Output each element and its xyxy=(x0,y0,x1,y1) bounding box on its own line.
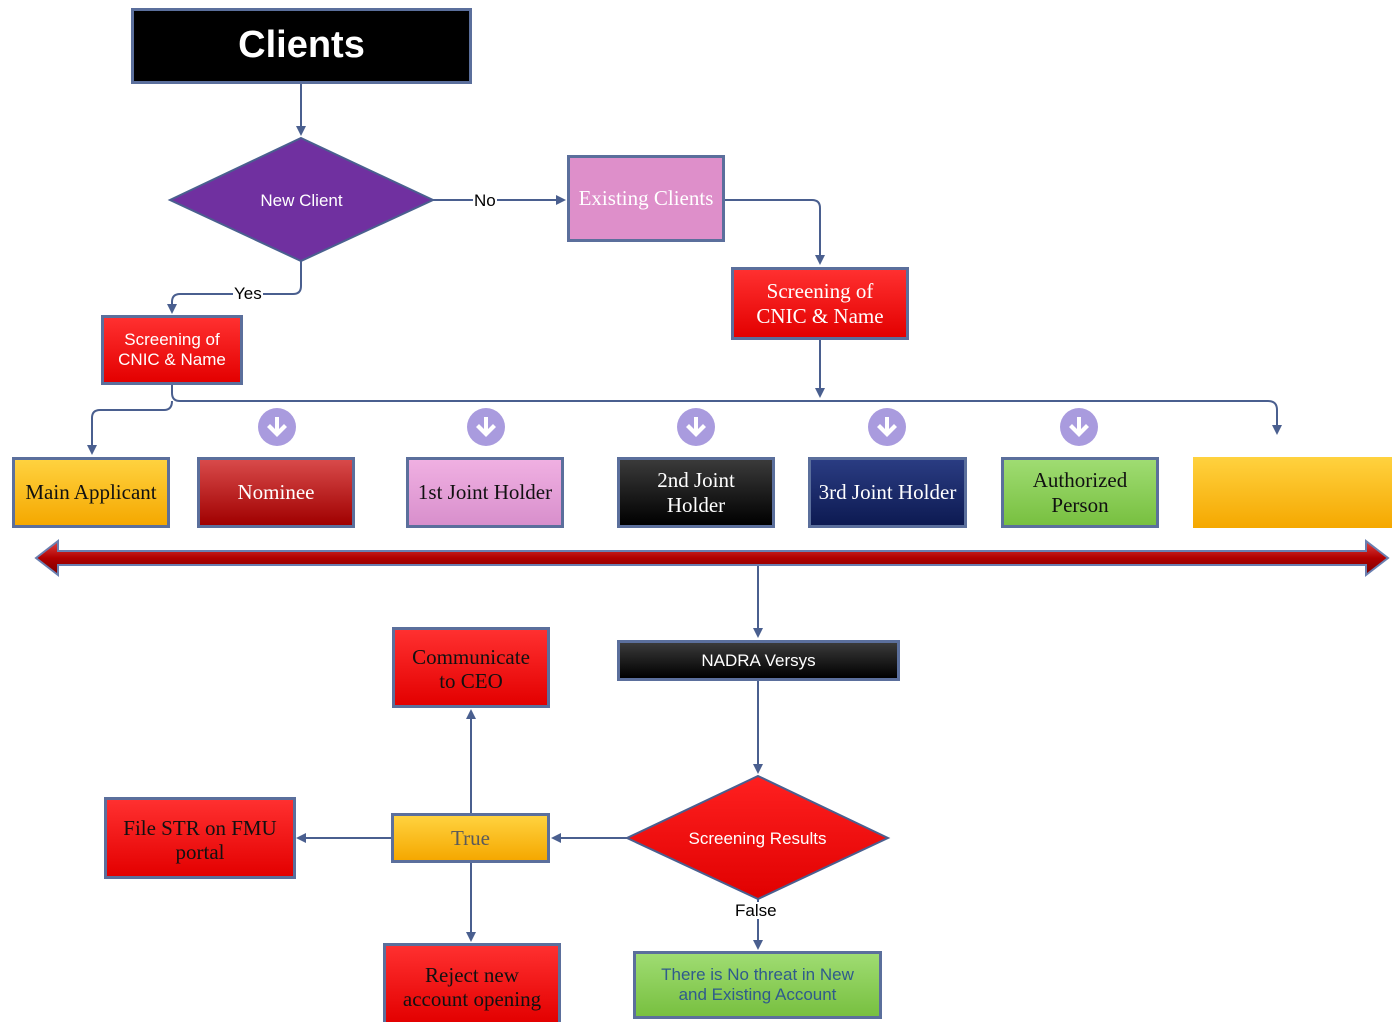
yes-label: Yes xyxy=(233,284,263,303)
connector-distribution-line xyxy=(171,385,1282,435)
existing-clients-box: Existing Clients xyxy=(567,155,725,242)
down-arrow-icon xyxy=(1060,408,1098,446)
double-arrow-bar xyxy=(34,538,1390,578)
file-str-box: File STR on FMU portal xyxy=(104,797,296,879)
communicate-ceo-box: Communicate to CEO xyxy=(392,627,550,708)
connector-to-main-applicant xyxy=(87,400,173,455)
nadra-versys-box: NADRA Versys xyxy=(617,640,900,681)
new-client-label: New Client xyxy=(260,191,343,211)
screening-new-box: Screening of CNIC & Name xyxy=(101,315,243,385)
reject-box: Reject new account opening xyxy=(383,943,561,1022)
down-arrow-icon xyxy=(467,408,505,446)
party-nominee: Nominee xyxy=(197,457,355,528)
down-arrow-icon xyxy=(868,408,906,446)
down-arrow-icon xyxy=(677,408,715,446)
party-main-applicant: Main Applicant xyxy=(12,457,170,528)
no-threat-box: There is No threat in New and Existing A… xyxy=(633,951,882,1019)
party-third-joint-holder: 3rd Joint Holder xyxy=(808,457,967,528)
clients-title: Clients xyxy=(131,8,472,84)
false-label: False xyxy=(734,901,778,920)
party-authorized-person: Authorized Person xyxy=(1001,457,1159,528)
no-label: No xyxy=(473,191,497,210)
party-first-joint-holder: 1st Joint Holder xyxy=(406,457,564,528)
party-second-joint-holder: 2nd Joint Holder xyxy=(617,457,775,528)
down-arrow-icon xyxy=(258,408,296,446)
party-blank xyxy=(1193,457,1392,528)
true-box: True xyxy=(391,813,550,863)
screening-existing-box: Screening of CNIC & Name xyxy=(731,267,909,340)
connector-existing-to-screening xyxy=(725,199,825,265)
screening-results-label: Screening Results xyxy=(688,829,827,849)
